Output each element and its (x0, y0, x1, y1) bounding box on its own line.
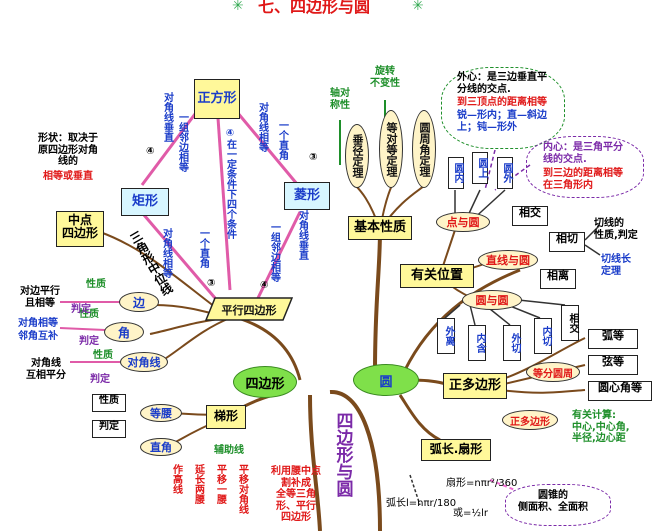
circle-circle-ellipse: 圆与圆 (462, 290, 522, 310)
diag-property-label: 性质 (93, 350, 113, 361)
square-rhombus-line (235, 111, 299, 185)
side-property-label: 性质 (86, 279, 106, 290)
regular-polygon-ellipse: 正多边形 (502, 410, 558, 430)
basic-property-box: 基本性质 (348, 216, 412, 240)
rhombus-parallelogram-line (256, 211, 302, 299)
angle-text1: 对角相等 (18, 318, 58, 329)
para-rect-label2: 一个直角 (197, 228, 209, 268)
inner-center-bubble (526, 136, 644, 198)
regular-polygon-calc: 有关计算: 中心,中心角, 半径,边心距 (572, 410, 630, 444)
cc-outer-sep: 外离 (437, 318, 455, 354)
sq-rhombus-arrow-label: 对角线相等 (256, 102, 268, 152)
right-trap-ellipse: 直角 (140, 438, 182, 456)
angle-ellipse: 角 (104, 322, 144, 342)
trap-property-box: 性质 (92, 394, 126, 412)
midpoint-shape-note-colored: 相等或垂直 (43, 171, 93, 182)
sector-formula: 扇形=nπr²/360 (446, 478, 518, 489)
center-title: 四边形与圆 (332, 412, 353, 497)
point-out-box: 圆外 (497, 157, 513, 189)
rotation-invariance-label: 旋转 不变性 (370, 66, 400, 89)
sq-rhombus-arrow-label2: 一个直角 (276, 120, 288, 160)
title-right-decoration: ✳ (412, 0, 424, 14)
num-circle-4: ④ (260, 280, 269, 291)
regular-polygon-box: 正多边形 (443, 373, 507, 399)
position-box: 有关位置 (400, 264, 474, 288)
square-parallelogram-line (216, 117, 232, 291)
num-circle-3: ③ (207, 278, 216, 289)
arc-equal-box: 弧等 (588, 329, 638, 349)
aux-item-3: 平移一腰 (214, 464, 226, 504)
tangent-length-label: 切线长 定理 (601, 254, 631, 277)
equal-theorem-ellipse: 等对等定理 (379, 110, 403, 188)
line-circle-ellipse: 直线与圆 (478, 250, 538, 270)
aux-item-2: 延长两腰 (192, 464, 204, 504)
midpoint-quad-box: 中点 四边形 (56, 211, 104, 247)
chord-equal-box: 弦等 (588, 355, 638, 375)
aux-extra: 利用腰中点 割补成 全等三角 形、平行 四边形 (271, 466, 321, 523)
axis-symmetry-label: 轴对 称性 (330, 88, 350, 111)
side-text: 对边平行 且相等 (20, 286, 60, 309)
cone-text: 圆锥的 侧面积、全面积 (518, 490, 588, 513)
side-ellipse: 边 (119, 292, 159, 312)
aux-item-4: 平移对角线 (236, 464, 248, 514)
arc-length-formula: 弧长l=nπr/180 (386, 498, 457, 509)
arc-sector-box: 弧长.扇形 (421, 439, 491, 461)
tangent-property-label: 切线的 性质,判定 (594, 218, 638, 241)
square-rectangle-line (140, 109, 200, 186)
trapezoid-box: 梯形 (206, 405, 246, 429)
circle-cloud: 圆 (353, 364, 419, 396)
angle-property-label: 性质 (79, 309, 99, 320)
cc-intersect: 相交 (561, 305, 579, 341)
para-rhombus-label: 对角线垂直 (296, 210, 308, 260)
diagonal-ellipse: 对角线 (120, 352, 168, 372)
outer-center-red: 到三顶点的距离相等 (457, 97, 547, 108)
point-circle-ellipse: 点与圆 (436, 212, 490, 232)
aux-item-1: 作高线 (170, 464, 182, 494)
inscribed-angle-ellipse: 圆周角定理 (412, 110, 436, 188)
aux-line-label: 辅助线 (214, 445, 244, 456)
tangent-box: 相切 (549, 232, 585, 252)
rectangle-parallelogram-line (142, 214, 217, 299)
inner-center-text: 内心：是三角平分 线的交点. (543, 142, 623, 165)
outer-center-text: 外心：是三边垂直平 分线的交点. (457, 72, 547, 95)
point-on-box: 圆上 (472, 152, 488, 184)
quadrilateral-cloud: 四边形 (233, 366, 297, 398)
page-title: 七、四边形与圆 (258, 0, 371, 16)
num-circle-1: ④ (146, 146, 155, 157)
square-box: 正方形 (194, 79, 240, 119)
sq-rect-arrow-label2: 一组邻边相等 (176, 112, 188, 172)
isosceles-ellipse: 等腰 (140, 404, 182, 422)
outer-center-tri: 锐—形内；直—斜边 上；钝—形外 (457, 110, 547, 133)
perp-diameter-ellipse: 垂径定理 (345, 124, 369, 188)
separate-box: 相离 (540, 269, 576, 289)
outer-center-bubble (441, 67, 565, 149)
middle-arrow-label: ④在一定条件下四个条件 (224, 128, 236, 239)
para-rect-label: 对角线相等 (160, 228, 172, 278)
cc-inner-tangent: 内切 (534, 318, 552, 354)
para-rhombus-label2: 一组邻边相等 (268, 222, 280, 282)
central-angle-equal-box: 圆心角等 (588, 381, 652, 401)
cc-outer-tangent: 外切 (503, 325, 521, 361)
num-circle-2: ③ (309, 152, 318, 163)
rectangle-box: 矩形 (121, 188, 169, 216)
inner-center-red: 到三边的距离相等 在三角形内 (543, 168, 623, 191)
point-in-box: 圆内 (448, 157, 464, 189)
trap-judge-box: 判定 (92, 420, 126, 438)
angle-text2: 邻角互补 (18, 331, 58, 342)
midpoint-shape-note: 形状：取决于 原四边形对角 线的 (38, 133, 98, 167)
diag-text: 对角线 互相平分 (26, 358, 66, 381)
side-judge-label: 判定 (71, 304, 91, 315)
cc-inner-contain: 内含 (468, 325, 486, 361)
angle-judge-label: 判定 (79, 336, 99, 347)
intersect-box: 相交 (512, 206, 548, 226)
sector-formula-2: 或=½lr (453, 508, 488, 519)
title-left-decoration: ✳ (232, 0, 244, 14)
equal-division-ellipse: 等分圆周 (526, 362, 580, 382)
cone-bubble (505, 484, 611, 526)
diag-judge-label: 判定 (90, 374, 110, 385)
rhombus-box: 菱形 (284, 182, 330, 210)
sq-rect-arrow-label: 对角线垂直 (161, 92, 173, 142)
parallelogram-box: 平行四边形 (205, 297, 293, 321)
